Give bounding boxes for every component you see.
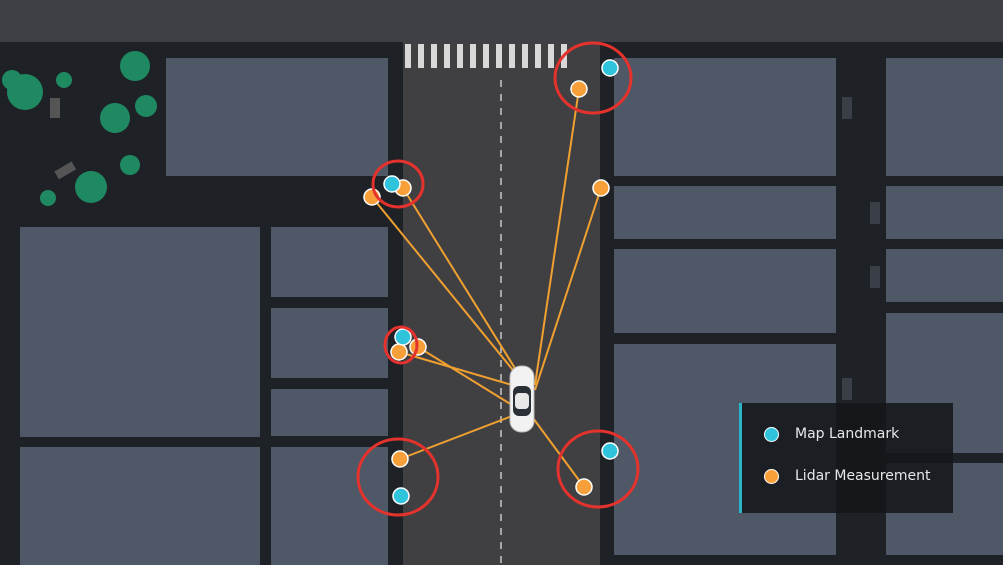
legend: Map Landmark Lidar Measurement [739,403,953,513]
lidar-rays [371,88,602,488]
map-landmarks [383,59,619,505]
map-landmark-swatch-icon [764,426,779,442]
top-street [0,0,1003,42]
legend-label: Lidar Measurement [795,468,931,484]
vehicle [509,365,535,433]
lidar-measurement-swatch-icon [764,468,779,484]
trees [2,51,157,206]
legend-item-map-landmark: Map Landmark [764,426,899,442]
association-rings [356,41,640,517]
legend-label: Map Landmark [795,426,900,442]
parked-cars [50,98,77,180]
legend-item-lidar-measurement: Lidar Measurement [764,468,930,484]
